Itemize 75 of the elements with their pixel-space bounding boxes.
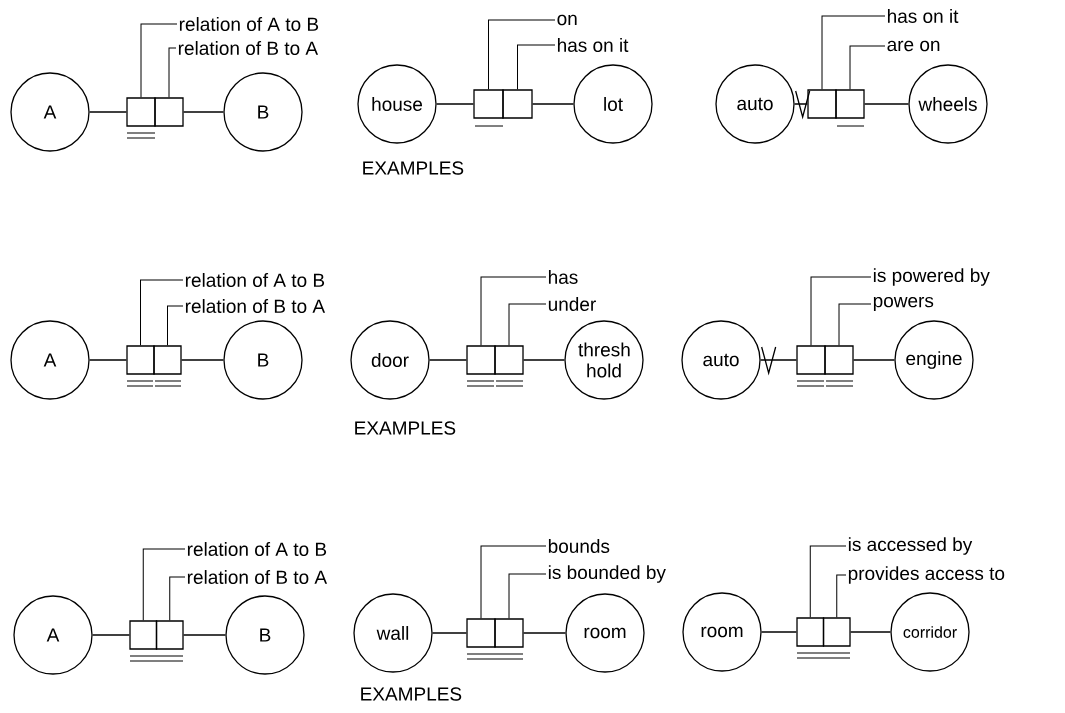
leader-line — [488, 19, 556, 90]
leader-line — [142, 548, 186, 621]
relation-label: is accessed by — [848, 537, 973, 555]
connector-line — [432, 632, 467, 634]
leader-line — [480, 545, 547, 619]
relation-label: provides access to — [848, 566, 1005, 584]
relation-box — [473, 89, 504, 119]
relation-box — [822, 617, 851, 647]
connector-line — [89, 111, 127, 113]
leader-line — [836, 574, 847, 618]
connector-line — [760, 346, 797, 376]
leader-line — [169, 576, 186, 621]
relation-box — [129, 620, 158, 650]
relation-box — [494, 618, 524, 648]
relation-box — [824, 345, 854, 375]
relation-label: are on — [887, 40, 940, 52]
leader-line — [821, 15, 886, 90]
relation-box — [466, 618, 496, 648]
connector-line — [89, 359, 127, 361]
leader-line — [508, 303, 547, 346]
leader-line — [480, 276, 547, 346]
relation-label: relation of A to B — [179, 17, 319, 31]
relation-box — [155, 620, 184, 650]
leader-line — [849, 45, 886, 90]
relation-box — [126, 345, 155, 375]
relation-box — [796, 617, 825, 647]
relation-label: powers — [873, 296, 934, 312]
relation-box — [153, 345, 182, 375]
relation-label: is powered by — [873, 268, 990, 286]
examples-label: EXAMPLES — [355, 421, 456, 435]
leader-line — [809, 545, 847, 618]
examples-label: EXAMPLES — [363, 161, 464, 175]
connector-line — [181, 359, 224, 361]
connector-line — [523, 632, 566, 634]
relation-label: relation of B to A — [185, 299, 326, 313]
leader-line — [168, 47, 177, 98]
connector-line — [183, 111, 224, 113]
examples-label: EXAMPLES — [361, 687, 462, 701]
relation-label: on — [557, 14, 577, 26]
relation-label: under — [548, 297, 596, 311]
relation-label: relation of A to B — [185, 273, 325, 287]
connector-line — [183, 634, 226, 636]
relation-label: relation of B to A — [187, 570, 328, 584]
relation-box — [502, 89, 533, 119]
connector-line — [853, 359, 895, 361]
connector-line — [864, 103, 909, 105]
connector-line — [523, 359, 565, 361]
relation-box — [126, 97, 156, 127]
leader-line — [140, 23, 178, 98]
connector-line — [436, 103, 474, 105]
relation-label: bounds — [548, 539, 610, 553]
relation-box — [807, 89, 837, 119]
connector-line — [794, 90, 811, 120]
relation-box — [154, 97, 184, 127]
relation-box — [796, 345, 826, 375]
connector-line — [92, 634, 130, 636]
relation-label: relation of B to A — [178, 41, 319, 55]
leader-line — [838, 303, 872, 346]
relation-label: is bounded by — [548, 565, 666, 583]
relation-box — [835, 89, 865, 119]
connector-line — [761, 631, 797, 633]
relation-label: has — [548, 270, 578, 284]
leader-line — [810, 276, 872, 346]
relation-label: relation of A to B — [187, 542, 327, 556]
relation-box — [494, 345, 524, 375]
relation-box — [466, 345, 496, 375]
leader-line — [167, 305, 184, 346]
leader-line — [140, 279, 184, 346]
relation-label: has on it — [888, 9, 959, 23]
leader-line — [508, 573, 547, 619]
connector-line — [429, 359, 467, 361]
connector-line — [850, 631, 891, 633]
leader-line — [517, 44, 556, 90]
relation-label: has on it — [557, 38, 629, 52]
connector-line — [532, 103, 574, 105]
